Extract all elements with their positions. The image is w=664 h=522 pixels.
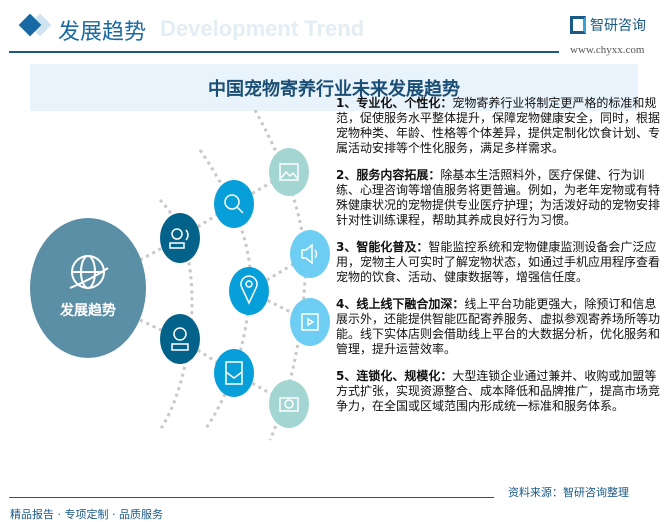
middle-node-search [214,180,254,228]
header-divider [9,51,559,53]
globe-icon [69,255,109,289]
trend-body: 宠物寄养行业将制定更严格的标准和规范，促使服务水平整体提升，保障宠物健康安全，同… [336,96,661,155]
trend-item: 4、线上线下融合加深：线上平台功能更强大，除预订和信息展示外，还能提供智能匹配寄… [336,297,662,357]
trend-heading: 3、智能化普及： [336,240,429,254]
trend-item: 1、专业化、个性化：宠物寄养行业将制定更严格的标准和规范，促使服务水平整体提升，… [336,96,662,156]
website-url: www.chyxx.com [570,44,645,56]
diamond-icon [18,13,42,37]
logo-mark-icon [570,16,586,34]
logo-text: 智研咨询 [590,18,646,34]
middle-node-pin [229,267,269,315]
trend-heading: 4、线上线下融合加深： [336,297,465,311]
header-watermark: Development Trend [160,16,365,41]
camera-icon [279,397,299,412]
trend-body: 线上平台功能更强大，除预订和信息展示外，还能提供智能匹配寄养服务、虚拟参观寄养场… [336,297,661,356]
outer-node-speaker [290,230,330,278]
data-source: 资料来源：智研咨询整理 [508,486,629,499]
brand-logo: 智研咨询 [570,15,646,35]
location-pin-icon [240,275,258,305]
inner-node-user [160,314,200,364]
inner-node-users [160,213,200,263]
trend-body: 智能监控系统和宠物健康监测设备会广泛应用，宠物主人可实时了解宠物状态，如通过手机… [336,240,661,284]
center-label: 发展趋势 [59,302,116,319]
trend-list: 1、专业化、个性化：宠物寄养行业将制定更严格的标准和规范，促使服务水平整体提升，… [336,96,662,426]
title-banner: 中国宠物寄养行业未来发展趋势 [30,64,638,111]
middle-node-mail [214,349,254,397]
trend-heading: 2、服务内容拓展： [336,168,441,182]
trend-item: 2、服务内容拓展：除基本生活照料外，医疗保健、行为训练、心理咨询等增值服务将更普… [336,168,662,228]
outer-node-play [290,298,330,346]
speaker-icon [301,243,318,265]
outer-node-camera [269,380,309,428]
user-icon [171,327,189,351]
image-icon [279,163,299,181]
users-icon [169,228,189,249]
trend-body: 除基本生活照料外，医疗保健、行为训练、心理咨询等增值服务将更普遍。例如，为老年宠… [336,168,661,227]
play-icon [301,313,319,331]
trend-heading: 1、专业化、个性化： [336,96,453,110]
footer-divider [9,497,494,498]
outer-node-image [269,148,309,196]
footer-slogan: 精品报告 · 专项定制 · 品质服务 [10,508,163,521]
trend-body: 大型连锁企业通过兼并、收购或加盟等方式扩张，实现资源整合、成本降低和品牌推广，提… [336,369,661,413]
trend-diagram: 发展趋势 [30,110,330,441]
mail-icon [225,361,243,385]
trend-item: 5、连锁化、规模化：大型连锁企业通过兼并、收购或加盟等方式扩张，实现资源整合、成… [336,369,662,414]
page-title: 中国宠物寄养行业未来发展趋势 [208,78,460,100]
trend-heading: 5、连锁化、规模化： [336,369,453,383]
trend-item: 3、智能化普及：智能监控系统和宠物健康监测设备会广泛应用，宠物主人可实时了解宠物… [336,240,662,285]
search-icon [224,194,244,214]
section-title: 发展趋势 [58,20,147,45]
